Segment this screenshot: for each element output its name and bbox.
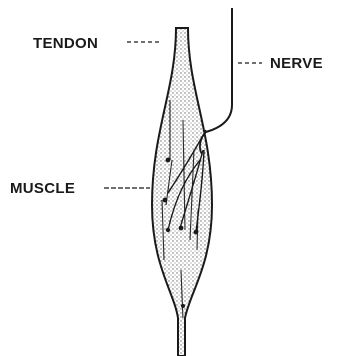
tendon-label: TENDON xyxy=(33,35,98,52)
nerve-label: NERVE xyxy=(270,55,323,72)
nerve-line xyxy=(206,8,232,132)
muscle-label: MUSCLE xyxy=(10,180,75,197)
